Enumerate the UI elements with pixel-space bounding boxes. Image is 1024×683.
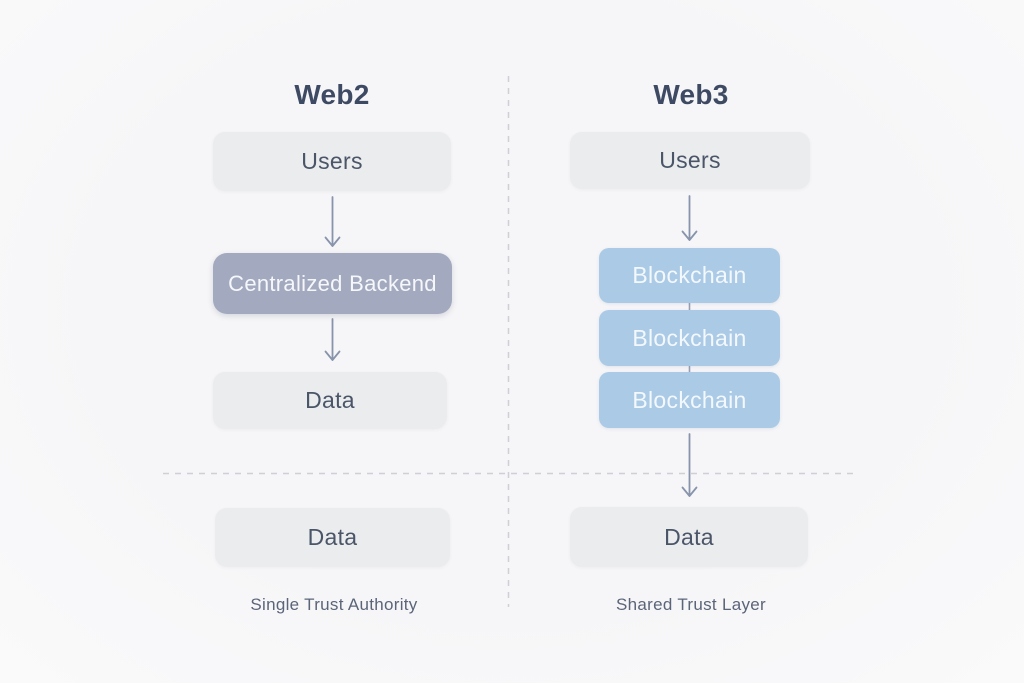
web3-users-label: Users	[659, 147, 721, 173]
web3-caption: Shared Trust Layer	[616, 595, 766, 614]
arrow-down-icon	[324, 196, 341, 247]
arrow-down-icon	[324, 318, 341, 361]
web3-blockchain-label-3: Blockchain	[632, 386, 747, 413]
web3-blockchain-box-3: Blockchain	[599, 372, 780, 428]
web3-blockchain-label-2: Blockchain	[632, 324, 747, 351]
web3-blockchain-label-1: Blockchain	[632, 262, 747, 288]
web3-blockchain-box-2: Blockchain	[599, 310, 780, 366]
web3-bottom-data-box: Data	[570, 507, 808, 567]
web2-column-title: Web2	[294, 79, 370, 110]
web2-data-box: Data	[213, 372, 447, 429]
web2-bottom-data-label: Data	[307, 524, 358, 550]
web2-users-box: Users	[213, 132, 451, 191]
web2-centralized-backend-label: Centralized Backend	[228, 270, 437, 296]
web3-bottom-data-label: Data	[664, 523, 714, 550]
web2-users-label: Users	[301, 148, 363, 174]
web3-column-title: Web3	[653, 79, 729, 110]
web3-blockchain-box-1: Blockchain	[599, 248, 780, 303]
web2-centralized-backend-box: Centralized Backend	[213, 253, 452, 314]
arrow-down-icon	[681, 433, 698, 497]
web2-caption: Single Trust Authority	[250, 595, 418, 614]
web2-data-label: Data	[305, 387, 355, 413]
web2-bottom-data-box: Data	[215, 508, 450, 567]
arrow-down-icon	[681, 195, 698, 241]
web3-users-box: Users	[570, 132, 810, 189]
